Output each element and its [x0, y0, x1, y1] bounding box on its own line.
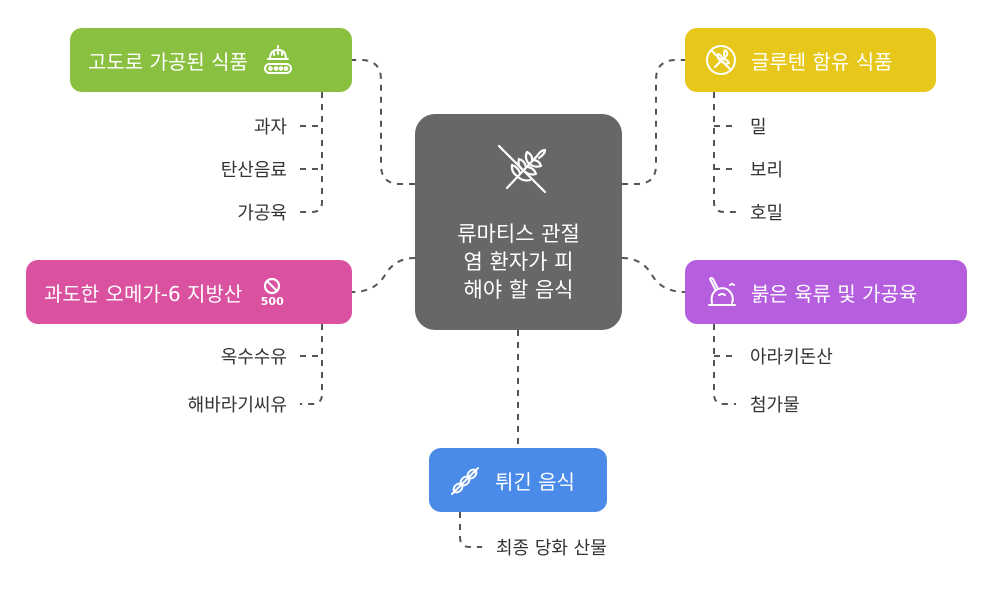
category-label: 튀긴 음식	[495, 469, 575, 494]
category-red-meat: 붉은 육류 및 가공육	[685, 260, 967, 324]
connector-gluten	[622, 59, 685, 185]
category-processed-foods: 고도로 가공된 식품	[70, 28, 352, 92]
connector-processed	[352, 59, 415, 185]
item-corn-oil: 옥수수유	[220, 347, 287, 368]
fried-food-icon	[447, 462, 483, 498]
item-ages: 최종 당화 산물	[496, 538, 607, 559]
item-processed-meat: 가공육	[237, 203, 287, 224]
item-soda: 탄산음료	[220, 160, 287, 181]
icon-500-label: 500	[260, 295, 284, 308]
connector-fried-items	[459, 512, 482, 548]
roast-meat-icon	[703, 274, 739, 310]
category-label: 글루텐 함유 식품	[751, 49, 893, 74]
connector-omega-items	[300, 324, 323, 405]
category-gluten-foods: 글루텐 함유 식품	[685, 28, 936, 92]
no-gluten-icon	[703, 42, 739, 78]
item-wheat: 밀	[750, 117, 767, 138]
item-additives: 첨가물	[750, 395, 800, 416]
item-barley: 보리	[750, 160, 784, 181]
category-label: 고도로 가공된 식품	[88, 49, 248, 74]
central-title: 류마티스 관절 염 환자가 피 해야 할 음식	[457, 222, 580, 302]
connector-meat-items	[713, 324, 736, 405]
category-label: 과도한 오메가-6 지방산	[44, 281, 243, 306]
category-omega6: 과도한 오메가-6 지방산 500	[26, 260, 352, 324]
category-fried-foods: 튀긴 음식	[429, 448, 607, 512]
connector-omega6	[351, 257, 416, 293]
item-rye: 호밀	[750, 203, 784, 224]
central-topic: 류마티스 관절 염 환자가 피 해야 할 음식	[415, 114, 622, 330]
item-snacks: 과자	[253, 117, 287, 138]
connector-meat	[621, 257, 686, 293]
conveyor-food-icon	[260, 42, 296, 78]
connector-gluten-items	[713, 92, 736, 213]
item-sunflower-oil: 해바라기씨유	[187, 395, 287, 416]
no-500-icon: 500	[254, 274, 290, 310]
connector-processed-items	[300, 92, 323, 213]
no-wheat-icon	[493, 140, 551, 198]
category-label: 붉은 육류 및 가공육	[751, 281, 918, 306]
item-arachidonic-acid: 아라키돈산	[750, 347, 833, 368]
